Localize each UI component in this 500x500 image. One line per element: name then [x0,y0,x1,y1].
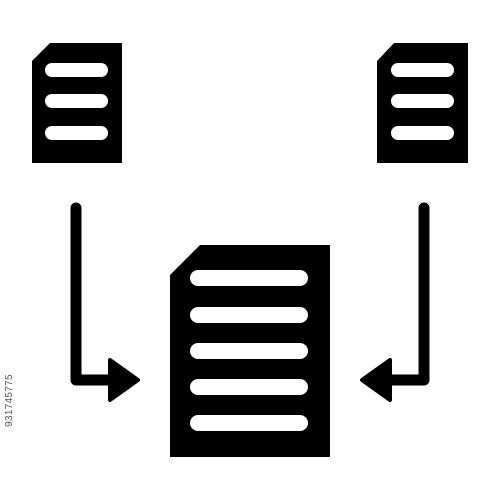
merge-arrow-right-icon [360,202,430,402]
source-document-right-icon [377,43,468,163]
source-document-left-icon [32,43,122,163]
stock-id-text: 931745775 [3,373,15,427]
merged-document-icon [170,245,330,457]
stock-id-label: 931745775 [2,340,16,460]
merge-arrow-left-icon [70,202,140,402]
